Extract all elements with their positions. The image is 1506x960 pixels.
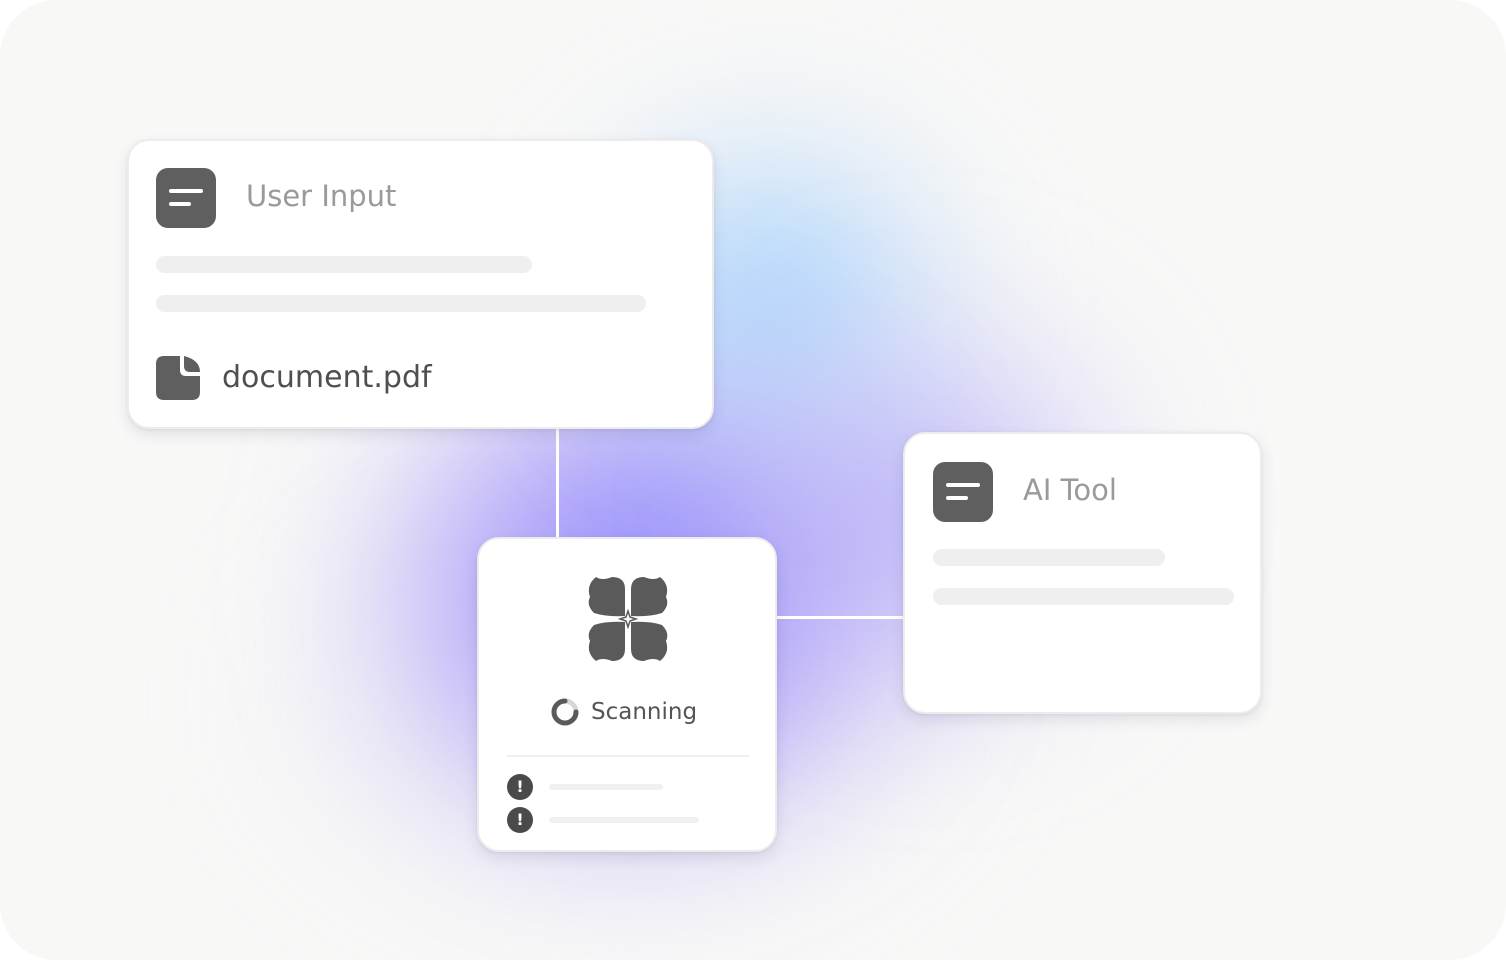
exclamation-icon: ! [507, 774, 533, 800]
placeholder-line [156, 256, 532, 273]
placeholder-line [933, 588, 1234, 605]
spinner-icon [551, 698, 579, 726]
document-lines-icon [156, 168, 216, 228]
connector-user-to-scanner [556, 426, 559, 540]
four-petal-flower-icon [588, 577, 668, 661]
user-input-card: User Input document.pdf [127, 139, 714, 429]
scanner-card: Scanning ! ! [477, 537, 777, 852]
file-icon [156, 356, 200, 400]
finding-placeholder-line [549, 817, 699, 823]
document-lines-icon [933, 462, 993, 522]
attachment-filename[interactable]: document.pdf [222, 360, 432, 395]
placeholder-line [933, 549, 1165, 566]
scan-status-label: Scanning [591, 699, 698, 725]
user-input-title: User Input [246, 179, 397, 213]
ai-tool-title: AI Tool [1023, 473, 1117, 507]
exclamation-icon: ! [507, 807, 533, 833]
connector-scanner-to-ai-tool [774, 616, 906, 619]
placeholder-line [156, 295, 646, 312]
divider [507, 755, 749, 757]
finding-placeholder-line [549, 784, 663, 790]
ai-tool-card: AI Tool [903, 432, 1262, 714]
